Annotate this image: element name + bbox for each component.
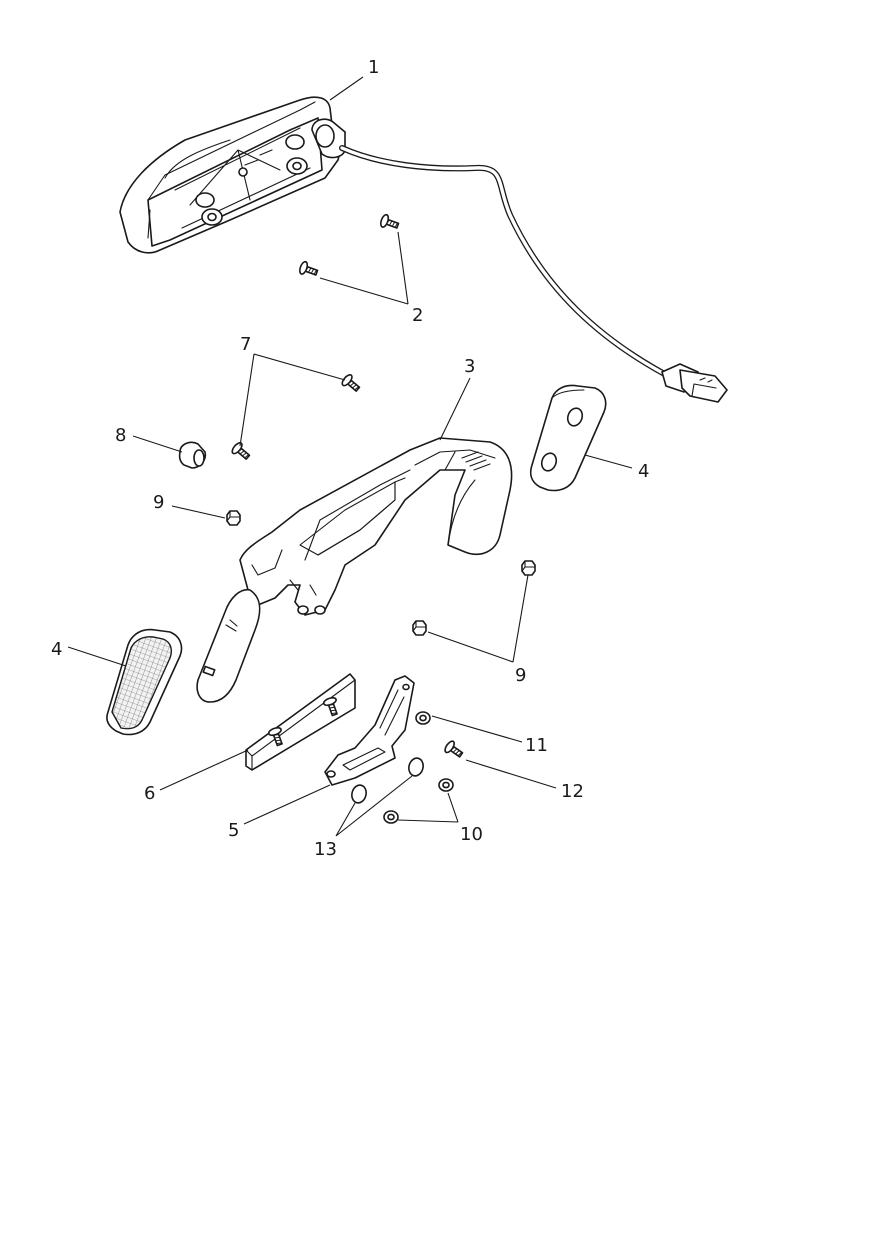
rubber-pad-upper [529,384,607,492]
callout-5: 5 [228,820,239,841]
lamp-cable [339,145,728,403]
nut-part-9c [412,620,427,636]
nut-part-10a [438,778,454,792]
screw-part-7b [229,440,253,463]
callout-3: 3 [464,356,475,377]
callout-1: 1 [368,57,379,78]
screw-part-2a [378,212,401,233]
callout-6: 6 [144,783,155,804]
nut-part-10b [383,810,399,824]
callout-9-right: 9 [515,665,526,686]
screw-part-2b [297,259,320,280]
callout-8: 8 [115,425,126,446]
callout-10: 10 [460,824,483,845]
washer-part-11 [415,711,431,725]
screw-part-7a [339,372,363,395]
nut-part-9b [521,560,536,576]
nut-part-9a [226,510,241,526]
cap-part-13b [351,784,367,804]
mounting-bracket [196,437,513,703]
callout-4-upper: 4 [638,461,649,482]
screw-part-12 [442,738,466,761]
callout-9-left: 9 [153,492,164,513]
callout-2: 2 [412,305,423,326]
rubber-pad-lower [106,628,183,736]
callout-labels: 1 2 3 4 4 5 6 7 8 9 9 10 11 12 13 [51,57,649,860]
callout-7: 7 [240,334,251,355]
plate-backing [245,673,356,771]
cap-part-13a [408,757,424,777]
leader-lines [67,76,633,837]
callout-13: 13 [314,839,337,860]
callout-12: 12 [561,781,584,802]
tail-lamp-unit [119,96,346,254]
grommet-part-8 [178,441,207,469]
callout-11: 11 [525,735,548,756]
plate-hinge-bracket [324,675,415,786]
callout-4-lower: 4 [51,639,62,660]
